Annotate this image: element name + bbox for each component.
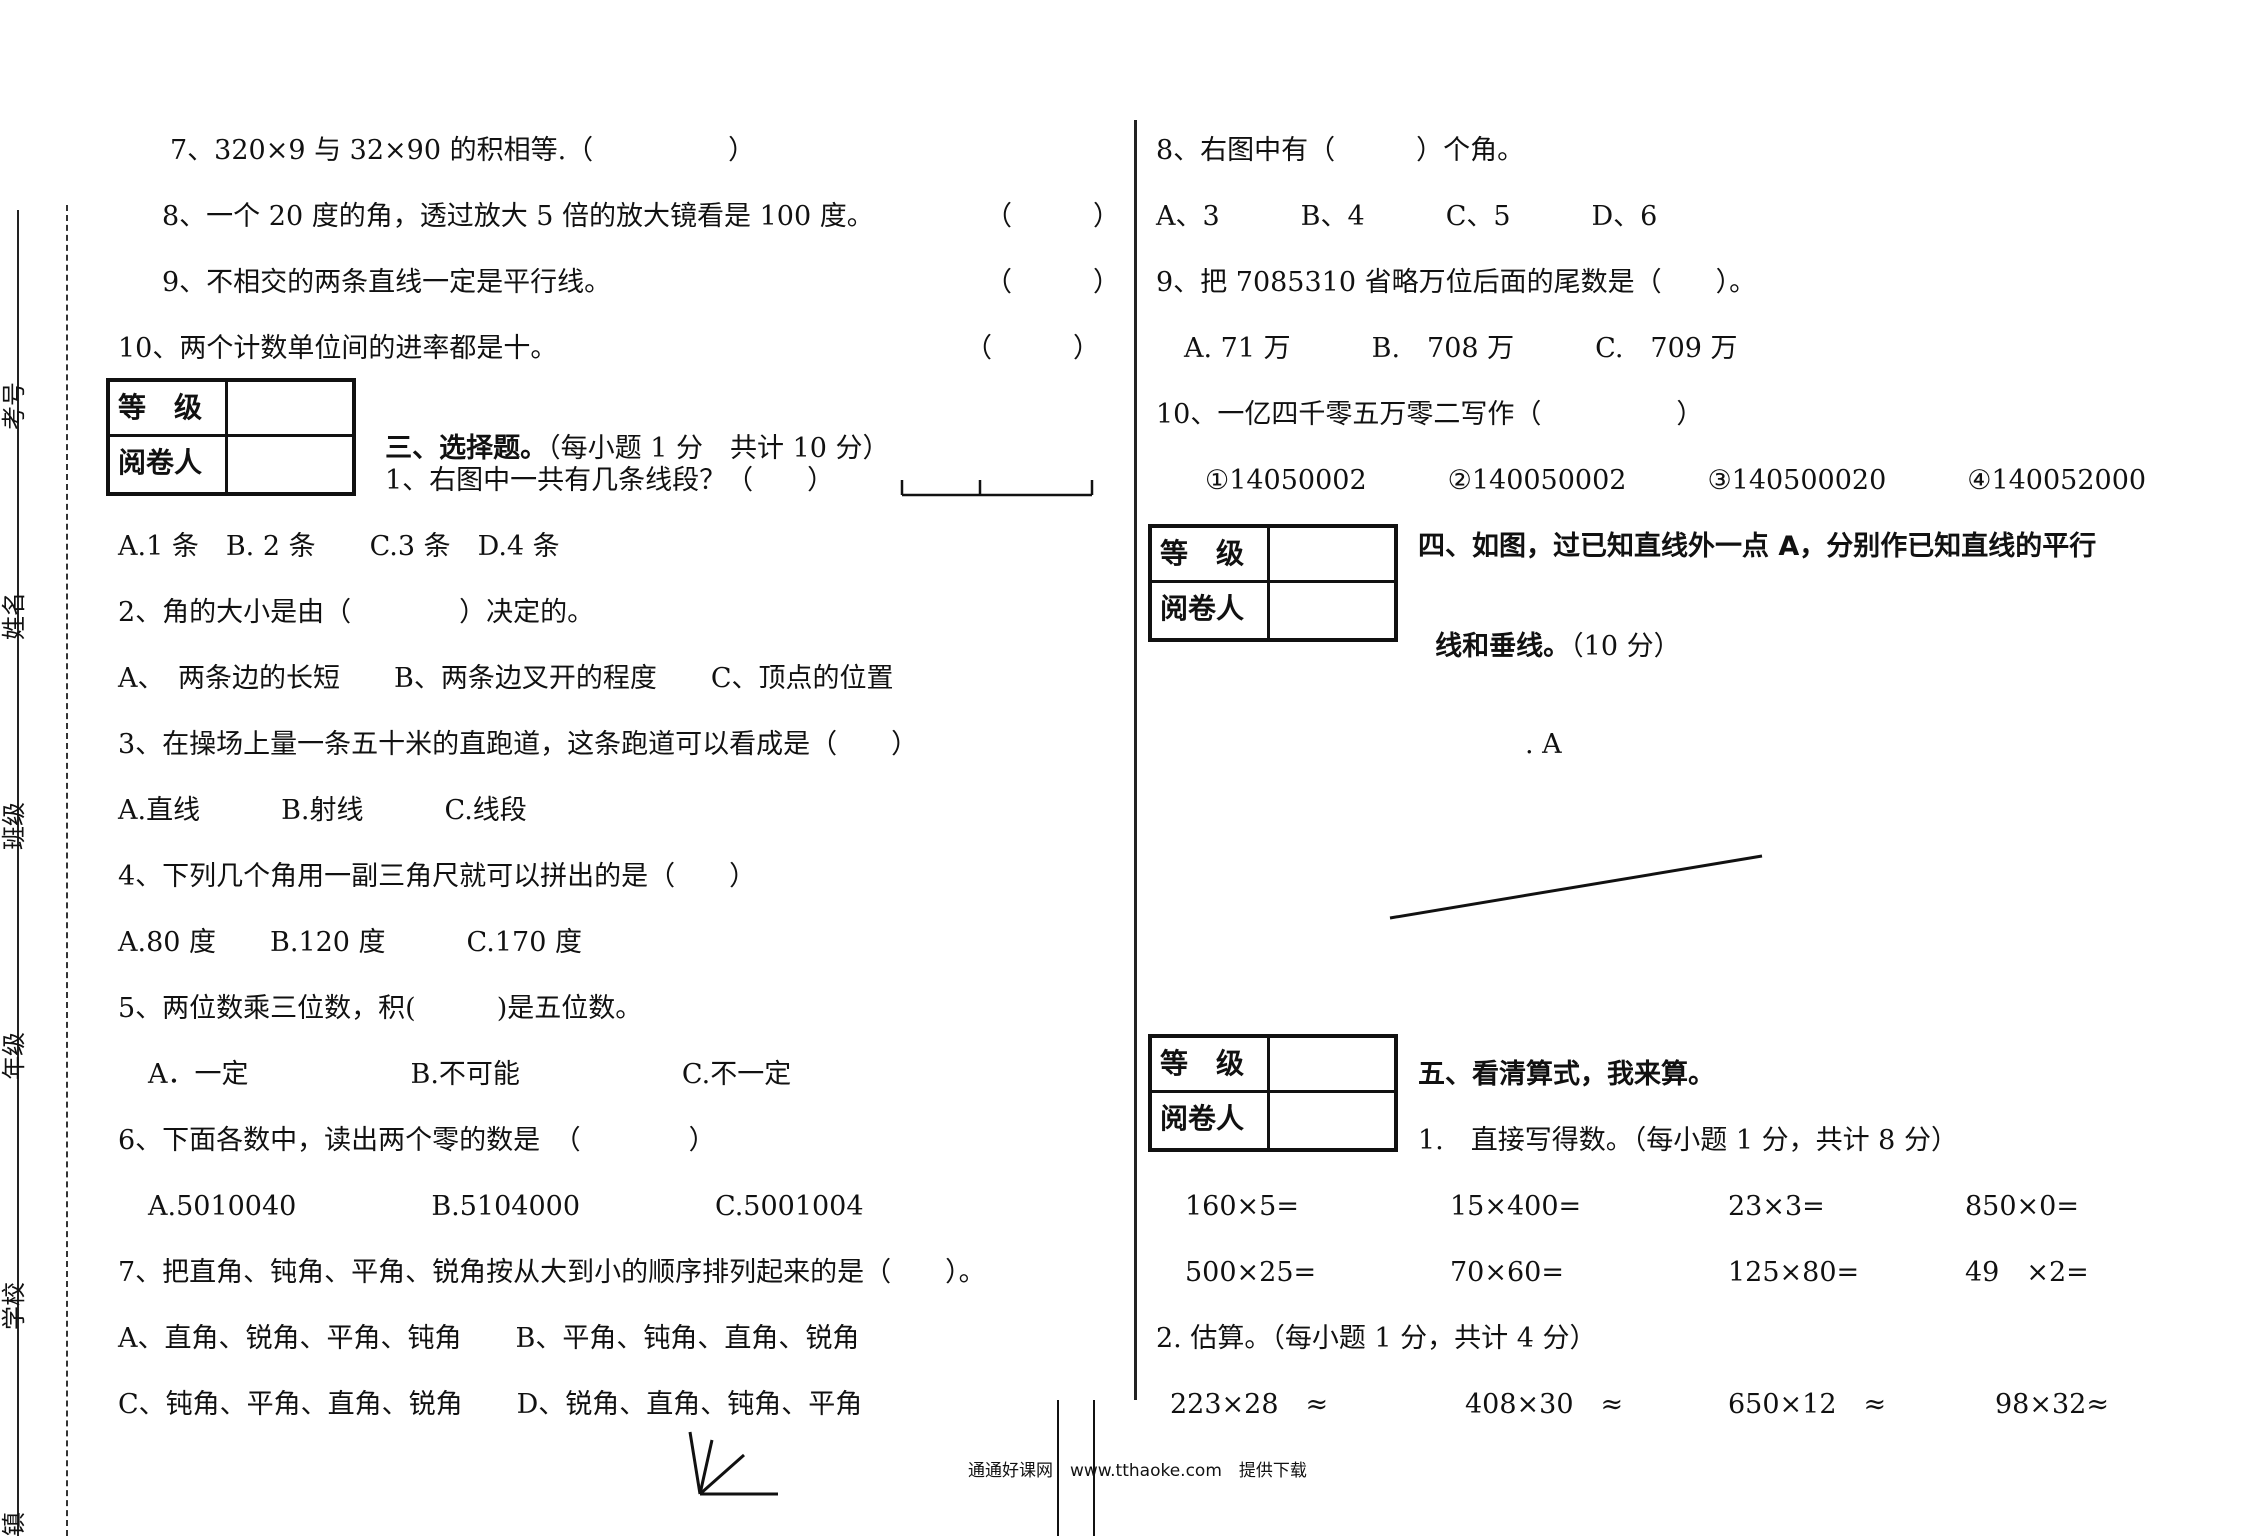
- choice-q1-options: A.1 条 B. 2 条 C.3 条 D.4 条: [118, 531, 560, 562]
- choice-q7-options-cd: C、钝角、平角、直角、锐角 D、锐角、直角、钝角、平角: [118, 1389, 863, 1420]
- choice-q3: 3、在操场上量一条五十米的直跑道，这条跑道可以看成是（ ）: [118, 729, 919, 760]
- choice-q8-options: A、3 B、4 C、5 D、6: [1156, 201, 1658, 232]
- section3-title: 三、选择题。: [385, 433, 548, 464]
- line-segment-figure: [900, 480, 1094, 497]
- calc-r2-c1: 500×25=: [1185, 1257, 1317, 1288]
- choice-q5-options: A．一定 B.不可能 C.不一定: [148, 1059, 792, 1090]
- choice-q8: 8、右图中有（ ）个角。: [1156, 135, 1525, 166]
- grade-value[interactable]: [1270, 528, 1394, 583]
- section4-line2-bold: 线和垂线。: [1435, 631, 1571, 662]
- section5-sub1: 1. 直接写得数。（每小题 1 分，共计 8 分）: [1418, 1125, 1958, 1156]
- choice-q2: 2、角的大小是由（ ）决定的。: [118, 597, 595, 628]
- grade-box-section4: 等 级 阅卷人: [1148, 524, 1398, 642]
- calc-r1-c1: 160×5=: [1185, 1191, 1299, 1222]
- section5-title: 五、看清算式，我来算。: [1418, 1059, 1715, 1090]
- calc-r2-c4: 49 ×2=: [1965, 1257, 2089, 1288]
- choice-q4-options: A.80 度 B.120 度 C.170 度: [118, 927, 582, 958]
- judge-q10-paren: （ ）: [965, 333, 1100, 364]
- choice-q3-options: A.直线 B.射线 C.线段: [118, 795, 527, 826]
- section4-score: （10 分）: [1570, 631, 1681, 662]
- point-a-label: . A: [1525, 729, 1562, 760]
- grade-value[interactable]: [1270, 1038, 1394, 1093]
- grade-label: 等 级: [1152, 1038, 1270, 1093]
- est-c2: 408×30 ≈: [1465, 1389, 1624, 1420]
- judge-q7: 7、320×9 与 32×90 的积相等.（ ）: [170, 135, 756, 166]
- binding-dashed-line: [66, 205, 68, 1536]
- choice-q2-options: A、 两条边的长短 B、两条边叉开的程度 C、顶点的位置: [118, 663, 894, 694]
- grade-label: 等 级: [110, 382, 228, 437]
- grade-label: 等 级: [1152, 528, 1270, 583]
- reviewer-label: 阅卷人: [1152, 583, 1270, 638]
- judge-q10: 10、两个计数单位间的进率都是十。: [118, 333, 558, 364]
- calc-r2-c3: 125×80=: [1728, 1257, 1860, 1288]
- section5-sub2: 2. 估算。（每小题 1 分，共计 4 分）: [1156, 1323, 1597, 1354]
- calc-r2-c2: 70×60=: [1450, 1257, 1564, 1288]
- est-c3: 650×12 ≈: [1728, 1389, 1887, 1420]
- judge-q8: 8、一个 20 度的角，透过放大 5 倍的放大镜看是 100 度。: [162, 201, 874, 232]
- page-fold-lines: [1057, 1400, 1095, 1536]
- reviewer-label: 阅卷人: [1152, 1093, 1270, 1148]
- given-straight-line: [1389, 854, 1763, 920]
- grade-value[interactable]: [228, 382, 352, 437]
- reviewer-label: 阅卷人: [110, 437, 228, 492]
- choice-q6: 6、下面各数中，读出两个零的数是 （ ）: [118, 1125, 716, 1156]
- section3-note: （每小题 1 分 共计 10 分）: [547, 433, 890, 464]
- grade-box-section5: 等 级 阅卷人: [1148, 1034, 1398, 1152]
- choice-q10-options: ①14050002 ②140050002 ③140500020 ④1400520…: [1205, 465, 2147, 496]
- grade-box-section3: 等 级 阅卷人: [106, 378, 356, 496]
- choice-q6-options: A.5010040 B.5104000 C.5001004: [148, 1191, 864, 1222]
- judge-q8-paren: （ ）: [985, 201, 1120, 232]
- column-divider: [1134, 120, 1137, 1400]
- calc-r1-c4: 850×0=: [1965, 1191, 2079, 1222]
- choice-q4: 4、下列几个角用一副三角尺就可以拼出的是（ ）: [118, 861, 757, 892]
- choice-q10: 10、一亿四千零五万零二写作（ ）: [1156, 399, 1704, 430]
- choice-q9-options: A. 71 万 B. 708 万 C. 709 万: [1184, 333, 1738, 364]
- choice-q5: 5、两位数乘三位数，积( )是五位数。: [118, 993, 643, 1024]
- section3-heading: 三、选择题。（每小题 1 分 共计 10 分）: [368, 398, 890, 466]
- choice-q7-options-ab: A、直角、锐角、平角、钝角 B、平角、钝角、直角、锐角: [118, 1323, 860, 1354]
- judge-q9-paren: （ ）: [985, 267, 1120, 298]
- footer-source: 通通好课网 www.tthaoke.com 提供下载: [968, 1461, 1307, 1481]
- choice-q9: 9、把 7085310 省略万位后面的尾数是（ ）。: [1156, 267, 1757, 298]
- choice-q1: 1、右图中一共有几条线段？（ ）: [385, 465, 835, 496]
- section4-line2: 线和垂线。（10 分）: [1418, 596, 1681, 664]
- section4-line1: 四、如图，过已知直线外一点 A，分别作已知直线的平行: [1418, 531, 2097, 562]
- calc-r1-c3: 23×3=: [1728, 1191, 1825, 1222]
- calc-r1-c2: 15×400=: [1450, 1191, 1582, 1222]
- choice-q7: 7、把直角、钝角、平角、锐角按从大到小的顺序排列起来的是（ ）。: [118, 1257, 986, 1288]
- est-c4: 98×32≈: [1995, 1389, 2109, 1420]
- angle-fan-figure: [688, 1431, 778, 1496]
- est-c1: 223×28 ≈: [1170, 1389, 1329, 1420]
- judge-q9: 9、不相交的两条直线一定是平行线。: [162, 267, 612, 298]
- binding-line-left: [17, 210, 19, 1536]
